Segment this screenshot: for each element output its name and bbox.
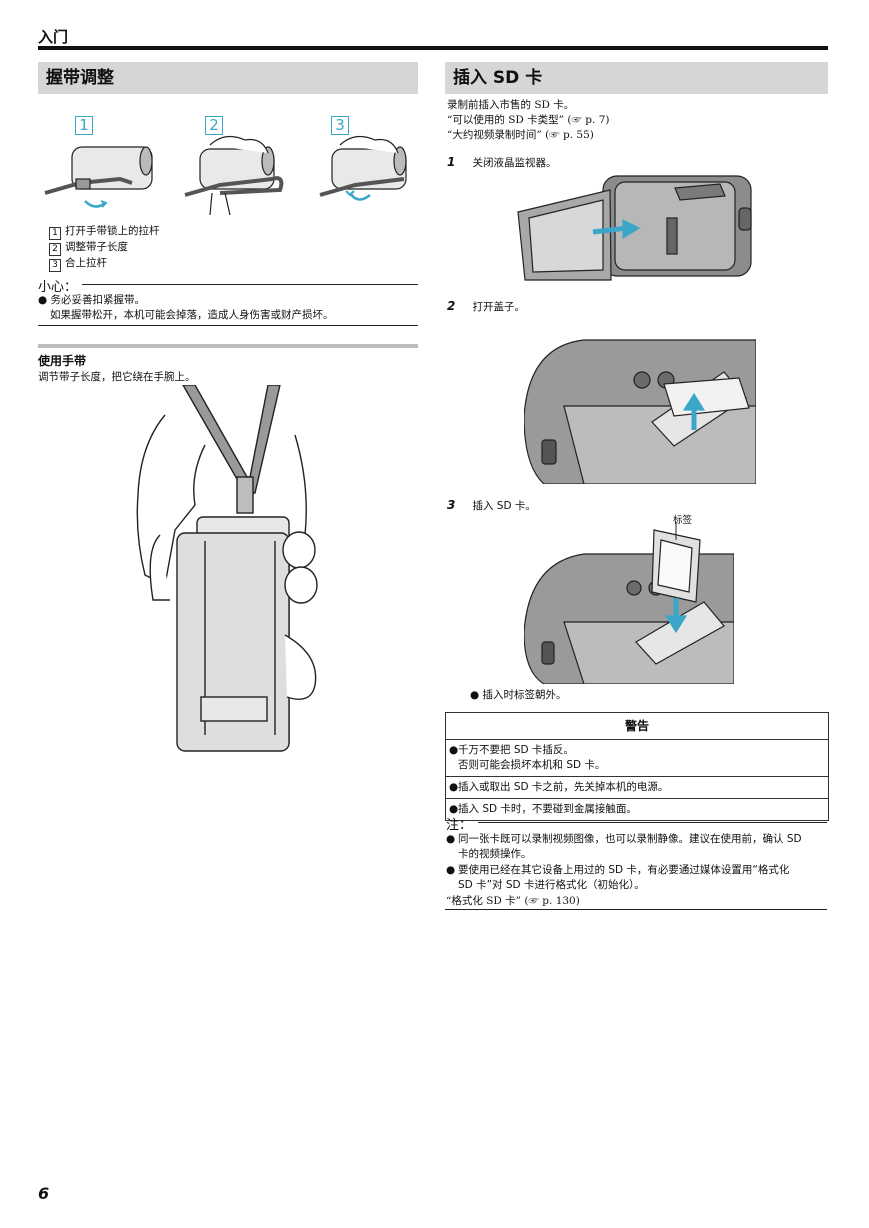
strap-step-text: 合上拉杆 [65,257,107,269]
camera-step2-illustration [184,135,284,216]
strap-step-text: 打开手带锁上的拉杆 [65,225,160,237]
caution-bottom-rule [38,325,418,326]
step-number-box: 2 [205,116,223,135]
note-text: 要使用已经在其它设备上用过的 SD 卡，有必要通过媒体设置用“格式化 [458,864,790,876]
strap-step-text: 调整带子长度 [65,241,128,253]
note-rule [478,822,827,823]
note-text: 同一张卡既可以录制视频图像，也可以录制静像。建议在使用前，确认 SD [458,833,802,845]
caution-text: 务必妥善扣紧握带。 [50,294,146,306]
ref-link-recording-time[interactable]: “大约视频录制时间” (☞ p. 55) [447,129,594,141]
warning-text: 插入或取出 SD 卡之前，先关掉本机的电源。 [458,781,669,793]
bullet-icon: ● [449,744,459,756]
warning-box: 警告 ● 千万不要把 SD 卡插反。 否则可能会损坏本机和 SD 卡。 ● 插入… [445,712,829,821]
camera-step1-illustration [44,146,153,208]
insert-card-illustration [524,522,734,684]
note-bottom-rule [445,909,827,910]
strap-section-title: 握带调整 [38,62,418,94]
warning-title: 警告 [624,719,649,733]
strap-step-3: 3 合上拉杆 [49,256,107,272]
sd-step-1: 1 关闭液晶监视器。 [447,151,556,171]
hand-strap-title: 使用手带 [38,354,87,368]
sd-step-3: 3 插入 SD 卡。 [447,494,536,514]
step-text: 插入 SD 卡。 [472,500,536,512]
section-header: 入门 [38,28,69,46]
warning-text: 千万不要把 SD 卡插反。 [458,744,574,756]
step-text: 关闭液晶监视器。 [472,157,557,169]
warning-item: ● 插入 SD 卡时，不要碰到金属接触面。 [446,798,828,820]
step3-note-text: 插入时标签朝外。 [482,689,567,701]
step3-note: ● 插入时标签朝外。 [470,688,567,703]
open-cover-illustration [524,339,756,484]
strap-adjust-illustration [44,135,407,216]
step-index-box: 2 [49,243,61,256]
bullet-icon: ● [470,689,480,701]
bullet-icon: ● [446,833,456,845]
step-number: 2 [447,299,456,313]
caution-text-2: 如果握带松开，本机可能会掉落，造成人身伤害或财产损坏。 [50,309,334,321]
warning-text-2: 否则可能会损坏本机和 SD 卡。 [458,759,606,771]
label-callout: 标签 [673,515,693,526]
caution-item: ● 务必妥善扣紧握带。 [38,293,145,308]
sd-step-2: 2 打开盖子。 [447,295,525,315]
step-index-box: 1 [49,227,61,240]
bullet-icon: ● [446,864,456,876]
bullet-icon: ● [449,781,459,793]
bullet-icon: ● [38,294,48,306]
step-number: 3 [447,498,456,512]
bullet-icon: ● [449,803,459,815]
step-text: 打开盖子。 [472,301,525,313]
step-number: 1 [447,155,456,169]
close-lcd-illustration [517,175,752,281]
strap-step-2: 2 调整带子长度 [49,240,128,256]
caution-rule [82,284,418,285]
hand-strap-illustration [136,385,318,752]
note-item: ● [446,832,455,847]
step-number-box: 3 [331,116,349,135]
step-number-box: 1 [75,116,93,135]
strap-step-1: 1 打开手带锁上的拉杆 [49,224,160,240]
ref-link-card-types[interactable]: “可以使用的 SD 卡类型” (☞ p. 7) [447,114,610,126]
sd-intro: 录制前插入市售的 SD 卡。 [447,99,575,111]
ref-link-format-sd[interactable]: “格式化 SD 卡” (☞ p. 130) [446,895,580,907]
hand-strap-text: 调节带子长度，把它绕在手腕上。 [38,371,196,383]
warning-item: ● 千万不要把 SD 卡插反。 否则可能会损坏本机和 SD 卡。 [446,739,828,776]
camera-step3-illustration [319,135,407,201]
note-label: 注： [446,818,473,833]
warning-text: 插入 SD 卡时，不要碰到金属接触面。 [458,803,637,815]
subsection-bar [38,344,418,348]
note-text-2: 卡的视频操作。 [458,848,532,860]
caution-label: 小心： [38,280,78,295]
header-rule [38,46,828,50]
sd-section-title: 插入 SD 卡 [445,62,828,94]
warning-item: ● 插入或取出 SD 卡之前，先关掉本机的电源。 [446,776,828,798]
step-index-box: 3 [49,259,61,272]
note-item: ● [446,863,455,878]
note-text-2: SD 卡”对 SD 卡进行格式化（初始化）。 [458,879,645,891]
page-number: 6 [38,1184,50,1203]
